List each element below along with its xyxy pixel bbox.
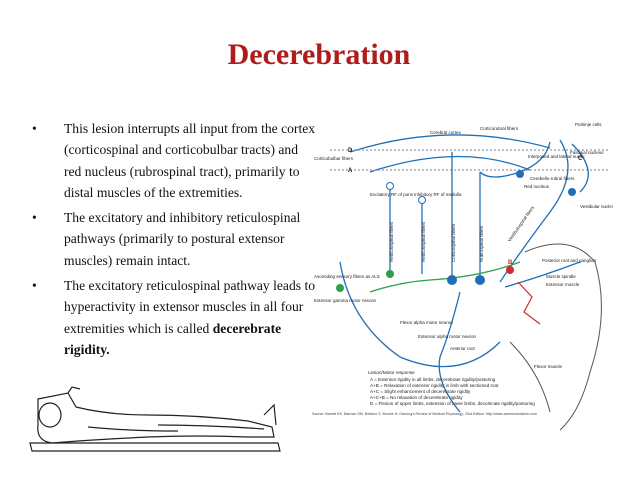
limb-outline xyxy=(524,243,602,431)
level-a-marker: A xyxy=(348,168,353,174)
label-cerebral-cortex: Cerebral cortex xyxy=(430,130,462,135)
vestibular-node xyxy=(568,188,576,196)
bullet-marker: • xyxy=(32,121,37,136)
gamma-neuron-cell xyxy=(336,284,344,292)
patient-svg xyxy=(29,386,281,452)
vestibulospinal-tract xyxy=(499,139,569,283)
decerebrate-patient-illustration xyxy=(28,385,282,455)
flexor-muscle-outline xyxy=(509,341,551,413)
cortex-arc-inner xyxy=(369,155,531,173)
legend-title: Lesion/Motor response xyxy=(368,370,415,375)
posterior-root-path xyxy=(504,261,581,288)
label-ascending: Ascending sensory fibers as ALS xyxy=(314,274,380,279)
label-corticorubral: Corticorubral fibers xyxy=(480,126,519,131)
slide-title: Decerebration xyxy=(227,38,411,71)
label-anterior-root: Anterior root xyxy=(450,346,476,351)
gamma-fiber xyxy=(369,261,521,293)
bullet-text: The excitatory and inhibitory reticulosp… xyxy=(64,210,301,268)
bullet-marker: • xyxy=(32,210,37,226)
cortex-arc xyxy=(349,134,551,153)
motor-root xyxy=(438,291,461,413)
bullet-text-bold: decerebrate rigidity. xyxy=(64,320,282,357)
level-b-marker: B xyxy=(508,260,513,266)
fastigial-path xyxy=(571,143,589,193)
level-d-marker: D xyxy=(348,148,353,154)
label-extensor-alpha: Extensor alpha motor neuron xyxy=(418,334,477,339)
label-flexor-muscle: Flexor muscle xyxy=(534,364,563,369)
inhibitory-rf-node xyxy=(418,196,426,204)
label-corticobulbar: Corticobulbar fibers xyxy=(314,156,354,161)
label-posterior-root: Posterior root and ganglion xyxy=(542,258,597,263)
spinal-cord-outline xyxy=(339,261,501,368)
label-interposed: Interposed and lateral nuclei xyxy=(528,154,585,159)
pathway-svg: Cerebral cortex Corticorubral fibers Pur… xyxy=(312,122,613,431)
extensor-alpha-cell xyxy=(475,275,485,285)
bullet-text: The excitatory reticulospinal pathway le… xyxy=(64,278,316,336)
label-vestibular: Vestibular nuclei xyxy=(580,204,613,209)
leg-line xyxy=(157,424,265,430)
head-outline xyxy=(38,402,62,428)
hair-outline xyxy=(67,386,81,394)
gamma-synapse xyxy=(386,270,394,278)
label-extensor-muscle: Extensor muscle xyxy=(546,282,580,287)
label-rubrospinal: Rubrospinal fibers xyxy=(479,225,484,262)
bullet-list: • This lesion interrupts all input from … xyxy=(32,118,317,364)
label-cerebello: Cerebello-rubral fibers xyxy=(530,176,575,181)
label-excitatory-rf: Excitatory RF of pons xyxy=(370,192,414,197)
alpha-neuron-cell xyxy=(447,275,457,285)
legend-line: A = Extensor rigidity in all limbs, dece… xyxy=(370,377,496,382)
legend-line: A+C+B = No relaxation of decerebrate rig… xyxy=(370,395,463,400)
bullet-item: • The excitatory reticulospinal pathway … xyxy=(32,275,317,360)
posterior-ganglion xyxy=(506,266,514,274)
level-c-marker: C xyxy=(578,156,583,162)
bullet-item: • This lesion interrupts all input from … xyxy=(32,118,317,203)
excitatory-rf-node xyxy=(386,182,394,190)
label-muscle-spindle: Muscle spindle xyxy=(546,274,576,279)
label-red-nucleus: Red nucleus xyxy=(524,184,550,189)
label-corticospinal: Corticospinal fibers xyxy=(451,223,456,262)
label-fastigial: Fastigial nucleus xyxy=(570,150,604,155)
label-reticulospinal-2: Reticulospinal fibers xyxy=(421,221,426,262)
label-reticulospinal-1: Reticulospinal fibers xyxy=(389,221,394,262)
legend-line: A+B = Relaxation of extensor rigidity in… xyxy=(370,383,499,388)
decerebration-diagram: Cerebral cortex Corticorubral fibers Pur… xyxy=(310,112,628,434)
legend-line: A+C = Slight enhancement of decerebrate … xyxy=(370,389,471,394)
arm-line xyxy=(87,426,179,432)
bullet-text: This lesion interrupts all input from th… xyxy=(64,121,316,200)
legend-line: D = Flexion of upper limbs, extension of… xyxy=(370,401,535,406)
label-inhibitory-rf: Inhibitory RF of medulla xyxy=(414,192,462,197)
bullet-marker: • xyxy=(32,278,37,294)
bed-outline xyxy=(29,442,281,452)
body-outline xyxy=(37,392,275,444)
label-purkinje: Purkinje cells xyxy=(575,122,602,127)
spindle-afferent xyxy=(517,281,541,325)
label-flexor-alpha: Flexor alpha motor neuron xyxy=(400,320,453,325)
red-nucleus-node xyxy=(516,170,524,178)
foot-outline xyxy=(263,403,277,426)
figure-source: Source: Barrett KE, Barman SM, Boitano S… xyxy=(312,412,537,416)
label-ext-gamma: Extensor gamma motor neuron xyxy=(314,298,377,303)
bullet-item: • The excitatory and inhibitory reticulo… xyxy=(32,207,317,271)
